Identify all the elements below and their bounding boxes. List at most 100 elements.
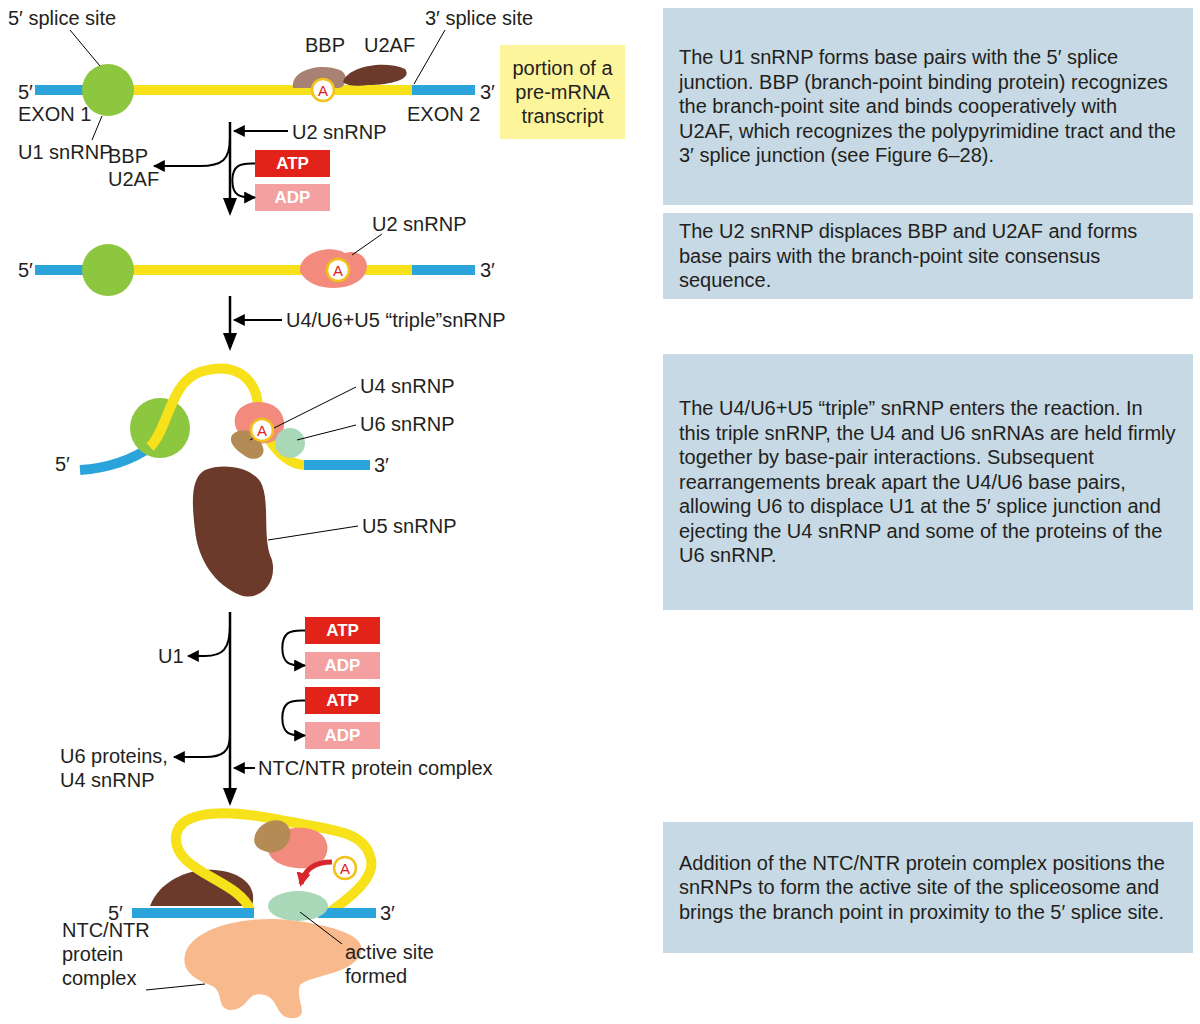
flow-arrowhead [223, 198, 237, 216]
circle-shape [251, 419, 273, 441]
u6-snrnp-shape [268, 891, 328, 921]
adp-box: ADP [305, 652, 380, 679]
exon-strand [412, 265, 475, 275]
part-label: 3′ [374, 453, 389, 477]
node-text: Addition of the NTC/NTR protein complex … [679, 851, 1177, 925]
part-label: U2 snRNP [372, 212, 466, 236]
connector-arrow [232, 164, 255, 198]
part-label: U5 snRNP [362, 514, 456, 538]
node-text: ATP [326, 621, 359, 641]
part-label: NTC/NTR protein complex [258, 756, 493, 780]
adp-box: ADP [255, 184, 330, 211]
part-label: U6 proteins, [60, 744, 168, 768]
u2af-shape [343, 65, 407, 86]
intron-strand [176, 813, 372, 912]
branch-point-circle: A [325, 257, 351, 283]
part-label: U2 snRNP [292, 120, 386, 144]
leader-line [92, 116, 102, 140]
adp-box: ADP [305, 722, 380, 749]
branch-point-circle: A [249, 417, 275, 443]
description-box: The U2 snRNP displaces BBP and U2AF and … [663, 213, 1193, 299]
part-label: 5′ [55, 452, 70, 476]
input-arrow [234, 130, 288, 132]
leader-line [250, 387, 356, 440]
node-text: The U1 snRNP forms base pairs with the 5… [679, 45, 1177, 168]
atp-box: ATP [255, 150, 330, 177]
node-text: portion of a pre-mRNA transcript [504, 56, 621, 128]
leader-line [414, 30, 445, 84]
description-box: The U1 snRNP forms base pairs with the 5… [663, 8, 1193, 205]
part-label: U4/U6+U5 “triple”snRNP [286, 308, 506, 332]
input-arrow [234, 319, 282, 321]
circle-shape [312, 79, 334, 101]
branch-point-circle: A [310, 77, 336, 103]
leader-line [352, 234, 382, 255]
circle-shape [334, 857, 356, 879]
description-box: The U4/U6+U5 “triple” snRNP enters the r… [663, 354, 1193, 610]
part-label: BBP [305, 33, 345, 57]
part-label: 3′ [480, 80, 495, 104]
flow-arrowhead [223, 333, 237, 351]
node-text: A [257, 422, 267, 439]
atp-box: ATP [305, 687, 380, 714]
connector-arrow [282, 701, 305, 736]
node-text: The U4/U6+U5 “triple” snRNP enters the r… [679, 396, 1177, 568]
u2-snrnp-shape [300, 249, 367, 288]
part-label: 5′ [18, 258, 33, 282]
part-label: 3′ [380, 901, 395, 925]
part-label: active site formed [345, 940, 457, 988]
leader-line [268, 526, 358, 540]
leader-line [300, 912, 342, 944]
part-label: NTC/NTR protein complex [62, 918, 158, 990]
part-label: 5′ splice site [8, 6, 116, 30]
node-text: ATP [276, 154, 309, 174]
node-text: ADP [325, 726, 361, 746]
circle-shape [327, 259, 349, 281]
part-label: U1 snRNP [18, 140, 112, 164]
exon-strand [132, 908, 254, 918]
u5-snrnp-shape [193, 466, 273, 596]
output-arrow [154, 138, 230, 166]
connector-arrow [282, 631, 305, 666]
node-text: A [333, 262, 343, 279]
atp-box: ATP [305, 617, 380, 644]
leader-line [297, 425, 356, 440]
branch-point-circle: A [332, 855, 358, 881]
part-label: U4 snRNP [360, 374, 454, 398]
part-label: EXON 1 [18, 102, 91, 126]
leader-line [146, 984, 205, 990]
exon-strand [412, 85, 475, 95]
part-label: EXON 2 [407, 102, 480, 126]
part-label: U2AF [364, 33, 415, 57]
node-text: ADP [325, 656, 361, 676]
node-text: The U2 snRNP displaces BBP and U2AF and … [679, 219, 1177, 293]
node-text: A [340, 860, 350, 877]
note-box: portion of a pre-mRNA transcript [500, 45, 625, 139]
output-arrow [174, 735, 230, 757]
exon-strand [304, 460, 370, 470]
part-label: 5′ [18, 80, 33, 104]
description-box: Addition of the NTC/NTR protein complex … [663, 822, 1193, 953]
reaction-arrow [301, 862, 332, 884]
part-label: 3′ [480, 258, 495, 282]
node-text: ADP [275, 188, 311, 208]
flow-arrowhead [223, 788, 237, 806]
u4-snrnp-shape [254, 820, 290, 852]
part-label: U1 [158, 644, 184, 668]
node-text: ATP [326, 691, 359, 711]
part-label: U6 snRNP [360, 412, 454, 436]
part-label: BBP [108, 144, 148, 168]
part-label: U4 snRNP [60, 768, 154, 792]
part-label: U2AF [108, 167, 159, 191]
leader-line [70, 30, 100, 66]
node-text: A [318, 82, 328, 99]
part-label: 3′ splice site [425, 6, 533, 30]
u1-snrnp-shape [82, 244, 134, 296]
flow-arrow [229, 122, 232, 200]
input-arrow [234, 767, 255, 769]
u6-snrnp-shape [275, 428, 305, 458]
intron-strand [107, 85, 412, 95]
output-arrow [188, 625, 230, 656]
ntc-ntr-complex-shape [184, 919, 361, 1018]
